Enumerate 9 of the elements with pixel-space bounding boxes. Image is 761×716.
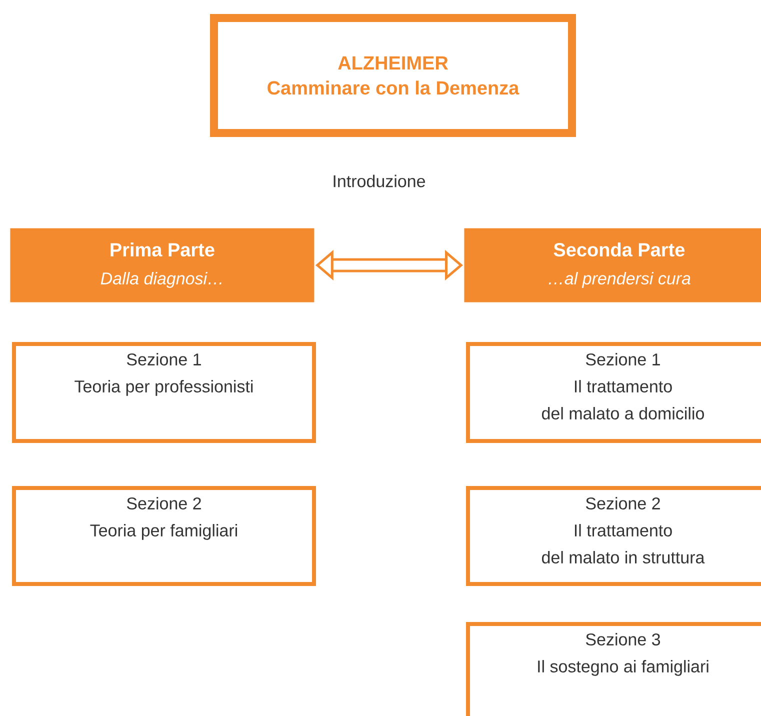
section-box: Sezione 3 Il sostegno ai famigliari [466, 622, 761, 716]
section-label: Introduzione [334, 174, 426, 188]
part-box: Prima Parte Dalla diagnosi… [10, 228, 314, 302]
title-box: ALZHEIMER Camminare con la Demenza [210, 14, 576, 137]
part-box: Seconda Parte …al prendersi cura [464, 228, 761, 302]
section-box: Sezione 2 Teoria per famigliari [12, 486, 316, 586]
section-box: Sezione 1 Il trattamento del malato a domicilio [466, 342, 761, 443]
section-box: Sezione 2 Il trattamento del malato in struttura [466, 486, 761, 586]
section-box: Sezione 1 Teoria per professionisti [12, 342, 316, 443]
